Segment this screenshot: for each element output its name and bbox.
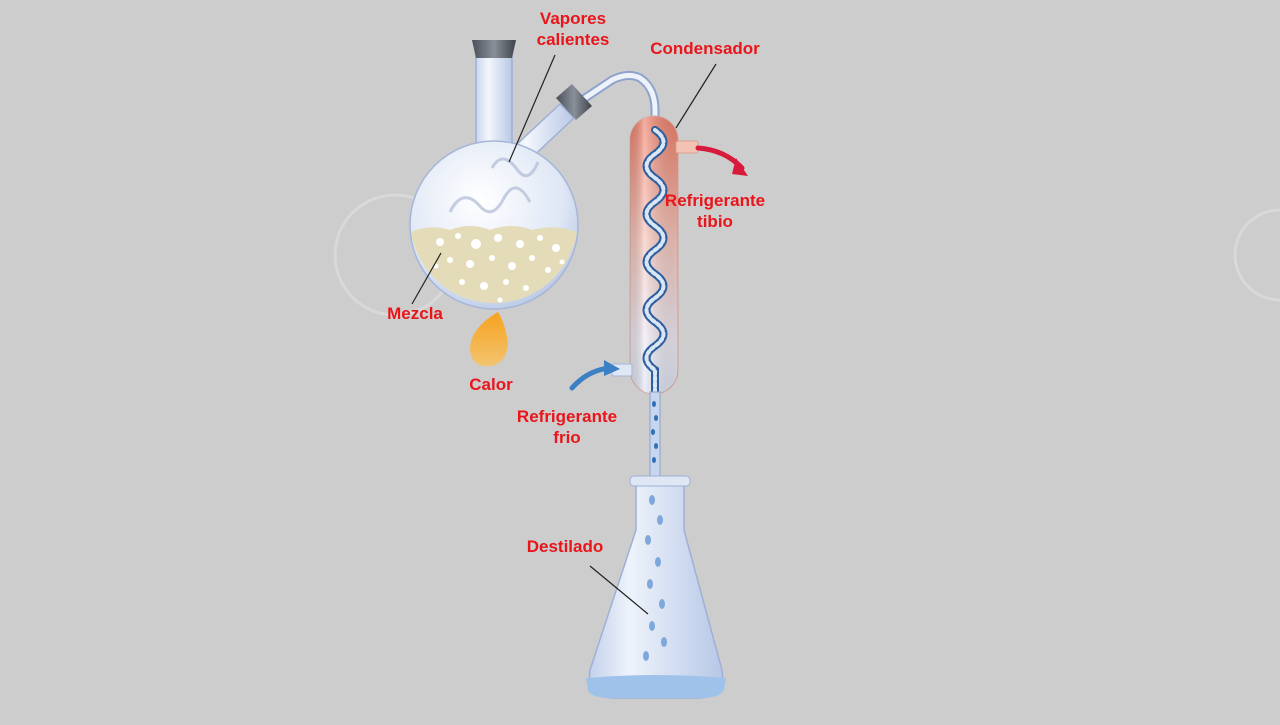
erlenmeyer-rim [629,475,691,487]
flame-icon [470,312,508,367]
leader-line-condensador [675,63,717,129]
warm-outlet-nozzle [675,140,699,154]
background-halo [1233,208,1280,302]
falling-drops [651,401,658,463]
cold-coolant-arrowhead [604,360,620,376]
delivery-tube-inner [567,72,658,133]
warm-coolant-arrowhead [732,158,748,176]
mixture-bubbles [433,233,565,303]
erlenmeyer-flask [588,481,724,699]
leader-line-vapores [508,54,556,163]
condenser-coil-inner [644,128,666,394]
vapor-swirl [448,186,532,214]
mixture-liquid [411,226,577,304]
distillate-drops [643,495,667,661]
label-destilado: Destilado [526,537,604,556]
label-condensador: Condensador [650,39,760,58]
label-calor: Calor [469,375,513,394]
flask-stopper [472,40,516,58]
label-vapores-calientes: Vapores calientes [536,9,610,49]
leader-line-mezcla [411,252,442,305]
vapor-swirl [490,157,540,178]
label-refrigerante-frio: Refrigerante frio [516,407,618,447]
leader-line-destilado [589,565,649,615]
label-mezcla: Mezcla [387,304,443,323]
distillate-liquid [586,675,726,698]
label-refrigerante-tibio: Refrigerante tibio [664,191,766,231]
